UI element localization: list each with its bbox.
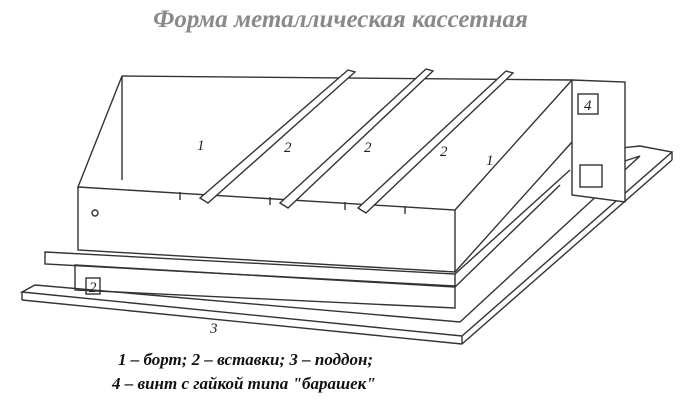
caption-line-1: 1 – борт; 2 – вставки; 3 – поддон; (118, 350, 374, 369)
diagram-title: Форма металлическая кассетная (153, 6, 528, 33)
label-screw-side: 2 (89, 280, 97, 296)
label-screw-top: 4 (584, 98, 592, 114)
label-tray: 3 (209, 321, 218, 337)
inserts (198, 68, 515, 214)
screw-top-square (577, 93, 599, 115)
label-bort-right: 1 (486, 153, 494, 169)
side-screw-square (85, 277, 101, 295)
label-insert-b: 2 (364, 140, 372, 156)
flange-plate (44, 169, 571, 287)
label-insert-a: 2 (284, 140, 292, 156)
caption-line-2: 4 – винт с гайкой типа "барашек" (112, 374, 376, 393)
end-plate (85, 79, 626, 295)
screw-bottom-square (579, 164, 603, 188)
label-insert-c: 2 (440, 144, 448, 160)
label-bort-left: 1 (197, 138, 205, 154)
